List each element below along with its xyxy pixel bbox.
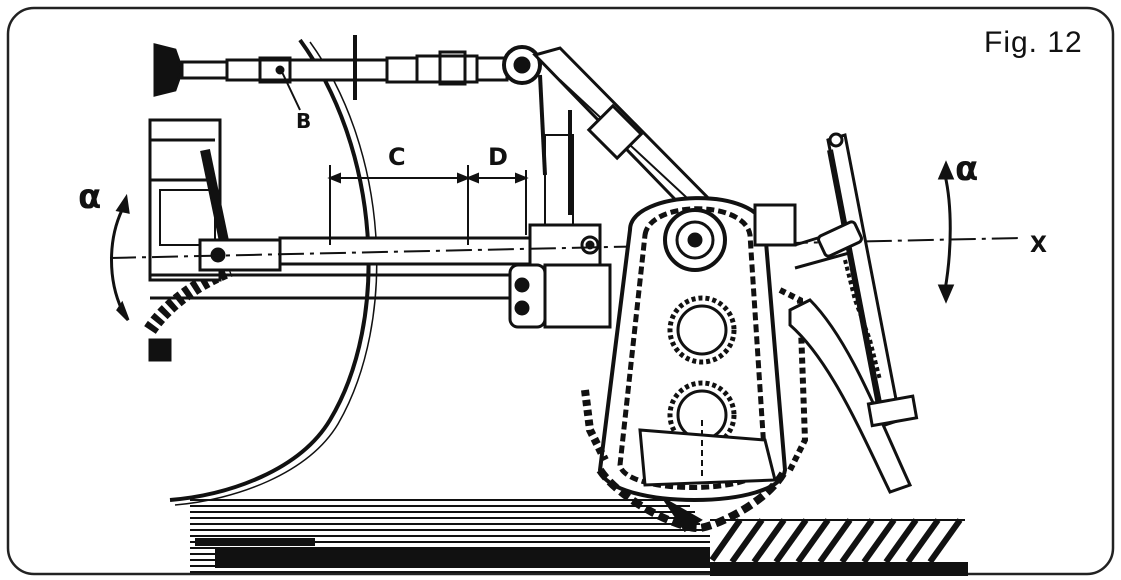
rotor-gearbox bbox=[581, 196, 861, 533]
callout-alpha-left: α bbox=[78, 177, 101, 217]
callout-d: D bbox=[488, 143, 508, 171]
callout-b: B bbox=[296, 109, 311, 133]
dimension-lines bbox=[327, 165, 529, 245]
callout-axis-x: X bbox=[1030, 233, 1047, 258]
figure-label: Fig. 12 bbox=[984, 26, 1083, 59]
leader-b bbox=[281, 71, 301, 111]
ground-hatching bbox=[190, 499, 968, 576]
callout-c: C bbox=[388, 143, 406, 171]
top-link bbox=[788, 132, 919, 494]
callout-alpha-right: α bbox=[955, 149, 978, 189]
lower-link bbox=[150, 223, 612, 329]
alpha-arrows bbox=[110, 160, 955, 322]
pto-shaft bbox=[153, 35, 723, 227]
reference-axis bbox=[109, 237, 1021, 259]
figure-border bbox=[6, 6, 1115, 576]
